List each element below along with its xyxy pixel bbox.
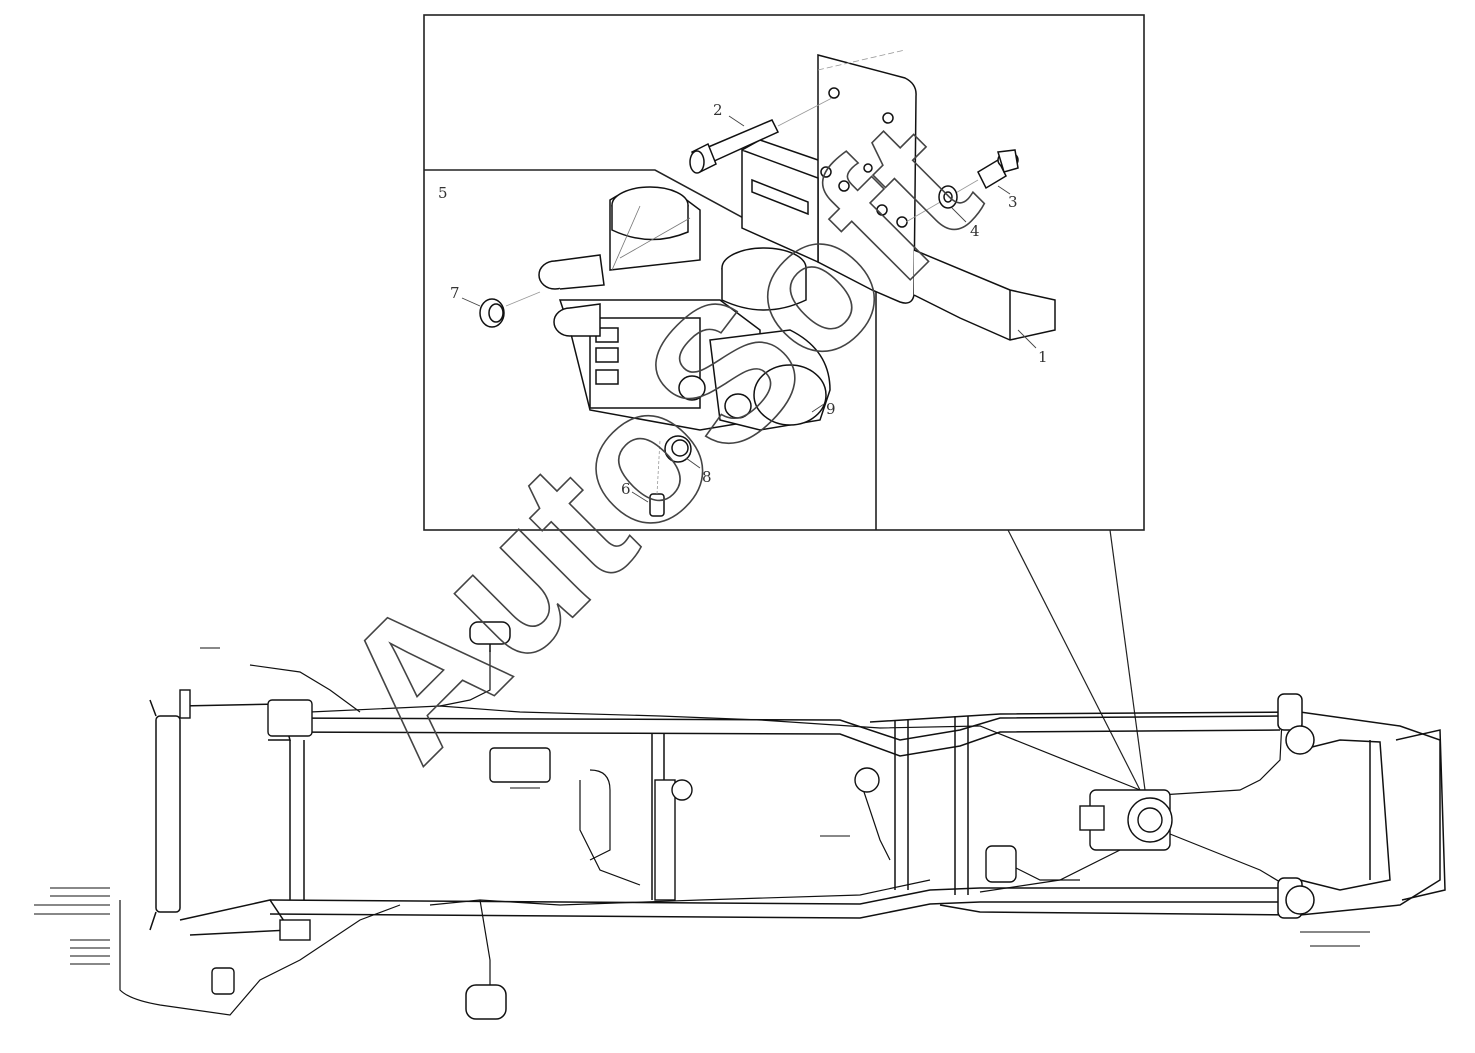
mounting-bracket — [741, 54, 1056, 341]
callout-6: 6 — [621, 480, 631, 498]
callout-3: 3 — [1008, 193, 1018, 211]
plug-8 — [664, 435, 692, 463]
inset-leader-right — [1109, 529, 1146, 791]
rear-tank — [1395, 729, 1446, 901]
small-annotation-marks — [34, 647, 1370, 965]
rear-frame-outline — [869, 711, 1441, 916]
lower-side-rail — [269, 887, 1290, 905]
callout-8: 8 — [702, 468, 712, 486]
plug-7 — [479, 291, 541, 328]
bracket-axis-line — [817, 49, 906, 71]
brake-chambers — [465, 621, 1315, 1020]
washer — [938, 185, 958, 209]
cross-member-3 — [954, 716, 969, 895]
callout-5: 5 — [438, 184, 448, 202]
brake-chamber-rear-right — [1277, 877, 1315, 919]
chassis-components — [179, 689, 1173, 995]
cross-member-1 — [289, 740, 305, 900]
callout-9: 9 — [826, 400, 836, 418]
inset-leader-left — [1007, 529, 1141, 791]
air-dryer — [985, 845, 1017, 883]
callout-1: 1 — [1038, 348, 1048, 366]
callout-2: 2 — [713, 101, 723, 119]
front-radiator — [155, 715, 181, 913]
brake-chamber-front-right — [465, 984, 507, 1020]
valve-assembly — [538, 186, 831, 431]
callout-labels: 2 3 4 1 5 7 9 8 6 — [438, 101, 1048, 503]
cross-member-2 — [894, 720, 909, 890]
brake-chamber-front-left — [469, 621, 511, 652]
sensor-6 — [649, 439, 665, 517]
front-valve-block — [489, 747, 551, 783]
callout-4: 4 — [970, 222, 980, 240]
short-screw — [905, 149, 1019, 223]
brake-chamber-rear-left — [1277, 693, 1315, 755]
long-bolt — [689, 97, 833, 174]
detail-outer-frame — [423, 14, 1145, 531]
callout-7: 7 — [450, 284, 460, 302]
air-piping — [119, 650, 1291, 1016]
chassis-frame — [149, 699, 1446, 936]
